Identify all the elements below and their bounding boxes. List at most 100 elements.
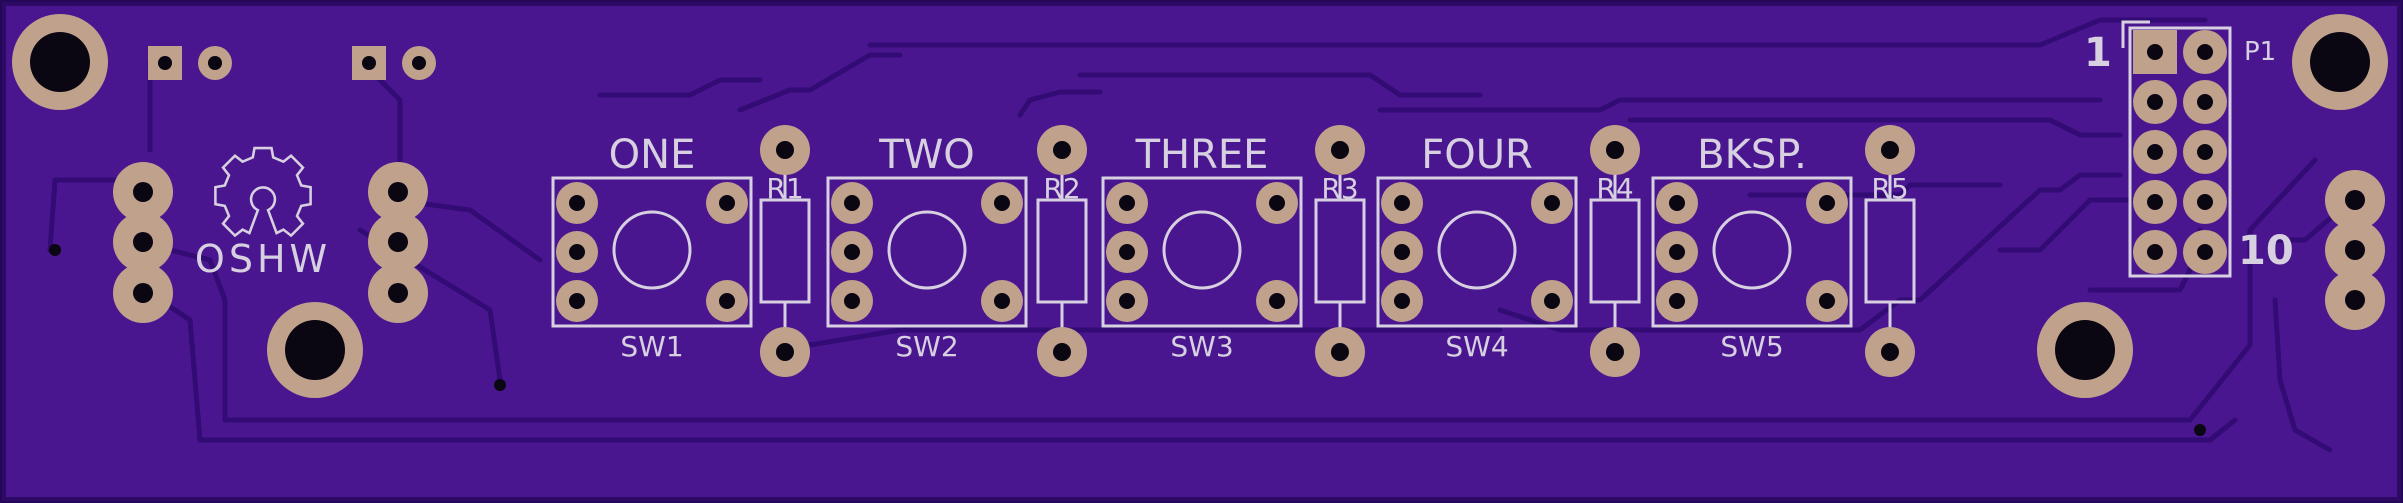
switch-pad-drill xyxy=(1544,195,1560,211)
switch-pad-drill xyxy=(844,195,860,211)
resistor-2: R2 xyxy=(1036,125,1088,377)
connector-pin-drill xyxy=(2147,194,2163,210)
resistor-body xyxy=(1036,198,1088,304)
switch-outline xyxy=(1376,176,1578,328)
pin-first-label: 1 xyxy=(2084,30,2112,76)
resistor-pad-drill xyxy=(1331,141,1349,159)
switch-pad-drill xyxy=(569,244,585,260)
switch-key-label: BKSP. xyxy=(1697,132,1807,178)
resistor-ref: R1 xyxy=(766,172,803,205)
switch-pad-drill xyxy=(1119,293,1135,309)
pin1-marker xyxy=(2121,20,2150,48)
switch-outline xyxy=(1651,176,1853,328)
copper-traces xyxy=(47,17,2343,453)
two-pin-header-right xyxy=(352,46,436,80)
three-pin-header-mid xyxy=(368,162,428,323)
mounting-hole-drill xyxy=(30,32,90,92)
resistor-5: R5 xyxy=(1864,125,1916,377)
switch-actuator xyxy=(1162,210,1242,290)
resistor-body xyxy=(759,198,811,304)
resistor-pad-drill xyxy=(1053,343,1071,361)
resistor-body xyxy=(1589,198,1641,304)
three-pin-header-right xyxy=(2325,170,2385,330)
resistor-4: R4 xyxy=(1589,125,1641,377)
switch-pad-drill xyxy=(1394,195,1410,211)
switch-pad-drill xyxy=(719,195,735,211)
switch-key-label: FOUR xyxy=(1421,132,1533,178)
oshw-logo: OSHW xyxy=(195,146,331,281)
connector-pin-drill xyxy=(2197,144,2213,160)
switch-outline xyxy=(826,176,1028,328)
resistor-1: R1 xyxy=(759,125,811,377)
switch-2: TWO SW2 xyxy=(826,132,1028,363)
connector-outline xyxy=(2128,26,2232,278)
switch-pad-drill xyxy=(1119,244,1135,260)
switch-ref: SW5 xyxy=(1720,330,1783,363)
switch-pad-drill xyxy=(844,293,860,309)
vias xyxy=(49,244,2206,436)
switch-pad-drill xyxy=(994,293,1010,309)
resistor-pad-drill xyxy=(1606,343,1624,361)
switch-pad-drill xyxy=(569,293,585,309)
switch-3: THREE SW3 xyxy=(1101,132,1303,363)
resistor-3: R3 xyxy=(1314,125,1366,377)
switch-actuator xyxy=(887,210,967,290)
connector-pin-drill xyxy=(2197,94,2213,110)
switch-ref: SW3 xyxy=(1170,330,1233,363)
switch-4: FOUR SW4 xyxy=(1376,132,1578,363)
mounting-hole-drill xyxy=(2310,32,2370,92)
switch-pad-drill xyxy=(1819,293,1835,309)
connector-p1: P1 1 10 xyxy=(2084,20,2294,278)
two-pin-header-left xyxy=(148,46,232,80)
connector-pin-drill xyxy=(2147,244,2163,260)
switch-actuator xyxy=(612,210,692,290)
three-pin-header-left xyxy=(113,162,173,323)
switch-key-label: THREE xyxy=(1135,132,1269,178)
pin-last-label: 10 xyxy=(2238,228,2294,274)
switch-ref: SW2 xyxy=(895,330,958,363)
resistor-pad-drill xyxy=(1881,141,1899,159)
connector-ref: P1 xyxy=(2244,37,2276,67)
switch-outline xyxy=(551,176,753,328)
resistor-pad-drill xyxy=(776,141,794,159)
switch-key-label: TWO xyxy=(878,132,974,178)
connector-pins xyxy=(2133,30,2227,274)
resistor-pad-drill xyxy=(776,343,794,361)
resistor-pad-drill xyxy=(1881,343,1899,361)
switch-pad-drill xyxy=(1269,195,1285,211)
oshw-logo-text: OSHW xyxy=(195,237,331,281)
switch-key-label: ONE xyxy=(609,132,696,178)
switch-actuator xyxy=(1437,210,1517,290)
mounting-hole-drill xyxy=(2055,320,2115,380)
switch-ref: SW4 xyxy=(1445,330,1508,363)
switch-5: BKSP. SW5 xyxy=(1651,132,1853,363)
resistor-pad-drill xyxy=(1606,141,1624,159)
switch-pad-drill xyxy=(1669,293,1685,309)
mounting-hole-drill xyxy=(285,320,345,380)
connector-pin-drill xyxy=(2197,44,2213,60)
connector-pin-drill xyxy=(2147,94,2163,110)
switch-pad-drill xyxy=(1669,195,1685,211)
connector-pin-drill xyxy=(2197,244,2213,260)
switch-pad-drill xyxy=(1269,293,1285,309)
oshw-gear-icon xyxy=(214,146,312,238)
switch-outline xyxy=(1101,176,1303,328)
switch-pad-drill xyxy=(994,195,1010,211)
mounting-holes xyxy=(12,14,2388,398)
switch-pad-drill xyxy=(1544,293,1560,309)
connector-pin-drill xyxy=(2147,144,2163,160)
resistor-body xyxy=(1864,198,1916,304)
resistor-body xyxy=(1314,198,1366,304)
switch-pad-drill xyxy=(1394,244,1410,260)
switch-pad-drill xyxy=(844,244,860,260)
switch-pad-drill xyxy=(1819,195,1835,211)
switch-pad-drill xyxy=(1669,244,1685,260)
resistor-ref: R3 xyxy=(1321,172,1358,205)
switch-pad-drill xyxy=(719,293,735,309)
connector-pin-drill xyxy=(2197,194,2213,210)
resistor-pad-drill xyxy=(1331,343,1349,361)
resistor-ref: R4 xyxy=(1596,172,1633,205)
